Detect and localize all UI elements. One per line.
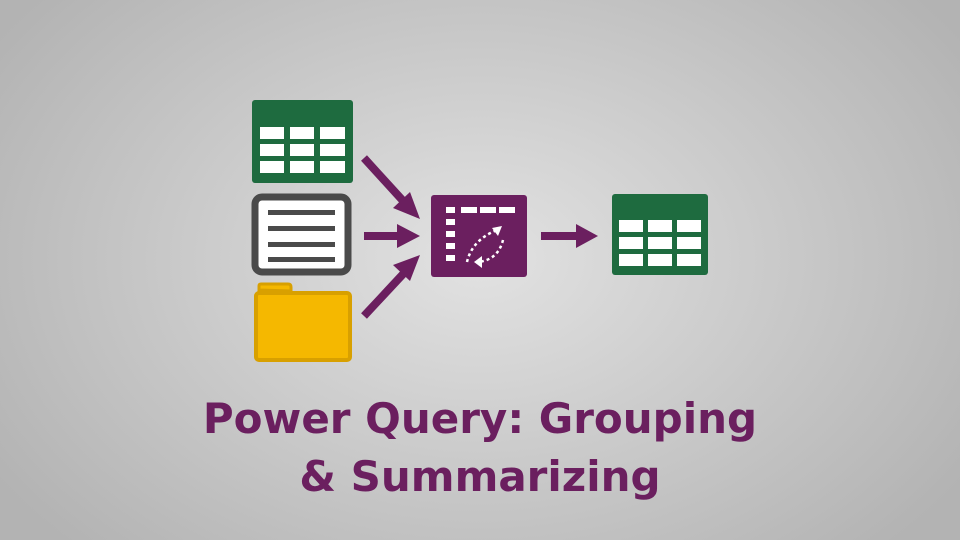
output-table-icon [612, 194, 708, 275]
page-title: Power Query: Grouping & Summarizing [0, 390, 960, 506]
arrow-to-output [541, 224, 598, 248]
excel-table-source-icon [252, 100, 353, 183]
folder-source-icon [254, 282, 352, 362]
arrow-from-table [361, 155, 420, 219]
text-file-source-icon [251, 193, 352, 276]
arrow-from-folder [361, 255, 420, 319]
arrow-from-text-file [364, 224, 420, 248]
title-line-1: Power Query: Grouping [202, 394, 758, 443]
power-query-flow-diagram [251, 100, 708, 362]
power-query-icon [431, 195, 527, 277]
title-line-2: & Summarizing [299, 452, 661, 501]
